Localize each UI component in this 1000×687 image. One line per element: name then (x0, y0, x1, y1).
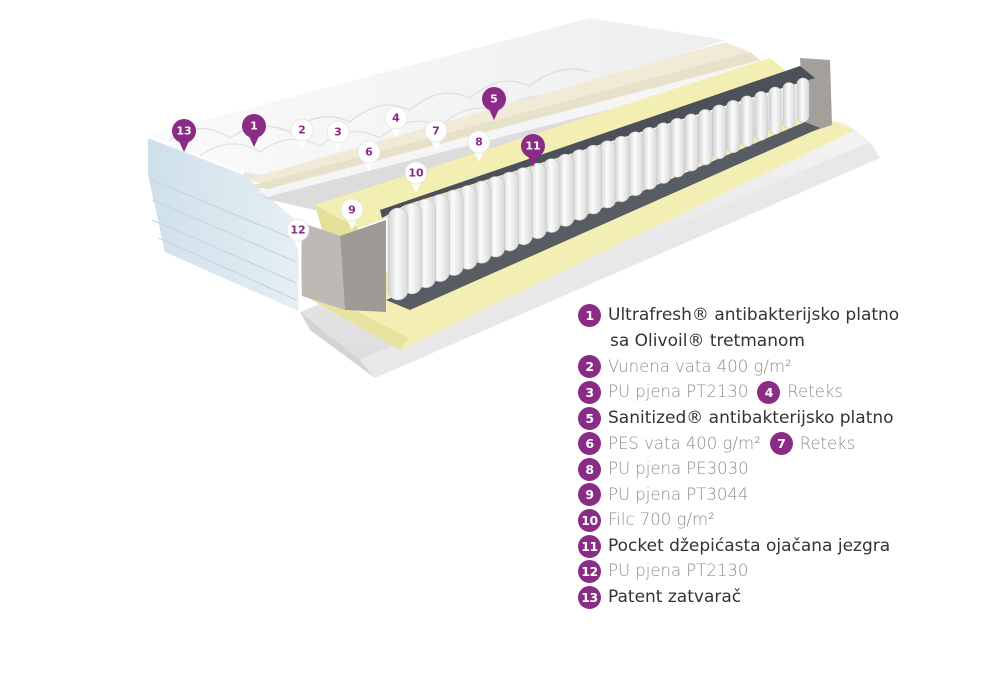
legend-row: 1 Ultrafresh® antibakterijsko platno (578, 303, 988, 329)
legend-label: Pocket džepićasta ojačana jezgra (608, 535, 891, 556)
legend-row: sa Olivoil® tretmanom (578, 329, 988, 355)
pocket-spring (655, 122, 672, 184)
callout-pin-6: 6 (357, 140, 381, 172)
pocket-spring (613, 136, 630, 203)
callout-pin-number: 7 (432, 125, 440, 138)
legend-row: 8 PU pjena PE3030 (578, 457, 988, 483)
legend-row: 10 Filc 700 g/m² (578, 508, 988, 534)
pocket-spring (599, 140, 616, 209)
legend-number-badge: 12 (578, 560, 601, 584)
legend-number-badge: 10 (578, 509, 601, 533)
pocket-spring (627, 131, 644, 197)
pocket-spring (740, 95, 754, 147)
legend-label: Vunena vata 400 g/m² (608, 356, 792, 376)
callout-pin-3: 3 (326, 120, 350, 152)
callout-pin-2: 2 (290, 118, 314, 150)
callout-pin-number: 12 (290, 224, 305, 237)
legend-label: Reteks (787, 382, 843, 402)
pocket-spring (697, 109, 713, 166)
legend-label: Patent zatvarač (608, 586, 742, 607)
legend-row: 12 PU pjena PT2130 (578, 559, 988, 585)
pocket-spring (782, 82, 796, 129)
callout-pin-number: 5 (490, 93, 498, 106)
legend-number-badge: 2 (578, 355, 601, 379)
callout-pin-9: 9 (340, 198, 364, 230)
legend-row: 6 PES vata 400 g/m² 7 Reteks (578, 431, 988, 457)
legend-number-badge: 13 (578, 585, 601, 609)
legend-label: PU pjena PT2130 (608, 382, 749, 402)
legend-number-badge: 8 (578, 457, 601, 481)
side-fabric-panel (148, 138, 302, 312)
legend-label: PU pjena PE3030 (608, 459, 749, 479)
callout-pin-13: 13 (172, 119, 196, 152)
legend-row: 9 PU pjena PT3044 (578, 482, 988, 508)
callout-pin-4: 4 (384, 106, 408, 138)
legend-row: 3 PU pjena PT2130 4 Reteks (578, 380, 988, 406)
legend-label: sa Olivoil® tretmanom (610, 330, 805, 351)
legend-number-badge: 3 (578, 381, 601, 405)
callout-pin-5: 5 (482, 87, 506, 120)
callout-pin-number: 2 (298, 124, 306, 137)
legend-number-badge: 7 (769, 432, 793, 456)
legend-label: PES vata 400 g/m² (608, 433, 761, 453)
legend-number-badge: 4 (757, 381, 781, 405)
legend-number-badge: 9 (578, 483, 601, 507)
callout-pin-number: 3 (334, 126, 342, 139)
callout-pin-number: 8 (475, 136, 483, 149)
legend-number-badge: 6 (578, 432, 601, 456)
callout-pin-10: 10 (404, 161, 428, 193)
legend-number-badge: 11 (578, 534, 601, 558)
pocket-spring (387, 207, 409, 301)
callout-pin-number: 9 (348, 204, 356, 217)
legend-label: PU pjena PT3044 (608, 484, 749, 504)
legend-label: Sanitized® antibakterijsko platno (608, 407, 894, 428)
legend-label: Reteks (799, 433, 856, 453)
layer-legend: 1 Ultrafresh® antibakterijsko platno sa Ol… (578, 303, 988, 610)
pocket-spring (669, 118, 685, 178)
legend-number-badge: 5 (578, 406, 601, 430)
legend-row: 13 Patent zatvarač (578, 585, 988, 611)
callout-pin-number: 13 (176, 125, 191, 138)
felt-layer (380, 66, 820, 310)
callout-pin-number: 1 (250, 120, 258, 133)
legend-row: 5 Sanitized® antibakterijsko platno (578, 405, 988, 431)
callout-pin-1: 1 (242, 114, 266, 147)
pocket-spring (796, 77, 810, 123)
pocket-spring (754, 91, 768, 141)
pocket-spring (768, 86, 782, 135)
pocket-spring (683, 113, 699, 172)
legend-number-badge: 1 (578, 304, 601, 328)
callout-pin-number: 10 (408, 167, 424, 180)
pocket-spring-core (387, 77, 810, 301)
callout-pin-number: 11 (525, 140, 540, 153)
pocket-spring (712, 104, 727, 160)
legend-row: 11 Pocket džepićasta ojačana jezgra (578, 533, 988, 559)
callout-pin-12: 12 (286, 218, 310, 250)
callout-pin-8: 8 (467, 130, 491, 162)
legend-label: Filc 700 g/m² (608, 510, 715, 530)
callout-pin-11: 11 (521, 134, 545, 167)
legend-label: PU pjena PT2130 (608, 561, 749, 581)
pocket-spring (641, 127, 658, 190)
callout-pin-number: 4 (392, 112, 400, 125)
callout-pin-number: 6 (365, 146, 373, 159)
callout-pin-7: 7 (424, 119, 448, 151)
legend-label: Ultrafresh® antibakterijsko platno (608, 305, 900, 326)
pocket-spring (726, 100, 741, 154)
legend-row: 2 Vunena vata 400 g/m² (578, 354, 988, 380)
